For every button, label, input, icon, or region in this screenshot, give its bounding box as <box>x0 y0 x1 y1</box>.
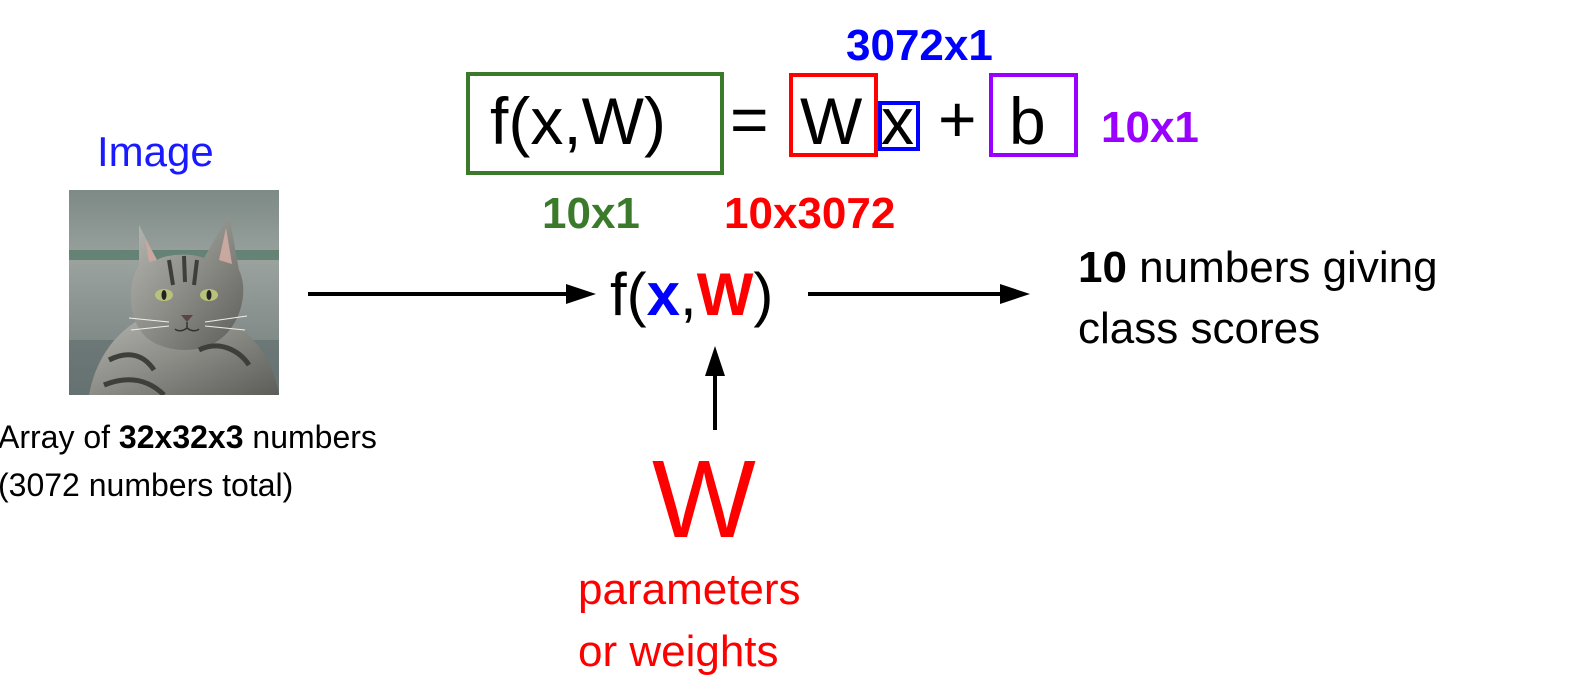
w-dimension-label: 10x3072 <box>724 192 895 236</box>
function-open: f( <box>610 261 647 328</box>
caption-shape: 32x32x3 <box>119 419 244 455</box>
function-comma: , <box>680 261 697 328</box>
equation-x: x <box>881 88 914 154</box>
input-arrow <box>308 284 596 304</box>
function-label: f(x,W) <box>610 265 773 325</box>
image-caption-line2: (3072 numbers total) <box>0 466 293 504</box>
function-x: x <box>647 261 680 328</box>
output-arrow <box>808 284 1030 304</box>
function-close: ) <box>753 261 773 328</box>
equation-b: b <box>1009 88 1046 154</box>
weights-symbol: W <box>652 445 756 555</box>
equation-equals: = <box>730 86 769 152</box>
weights-arrow <box>705 346 725 430</box>
image-caption-line1: Array of 32x32x3 numbers <box>0 418 377 456</box>
weights-line1: parameters <box>578 564 801 616</box>
x-dimension-label: 3072x1 <box>846 24 993 68</box>
equation-lhs: f(x,W) <box>490 88 666 154</box>
function-w: W <box>697 261 754 328</box>
caption-prefix: Array of <box>0 419 119 455</box>
cat-image <box>69 190 279 395</box>
output-count: 10 <box>1078 243 1127 292</box>
equation-w: W <box>800 88 862 154</box>
f-dimension-label: 10x1 <box>542 192 640 236</box>
weights-line2: or weights <box>578 626 779 678</box>
b-dimension-label: 10x1 <box>1101 106 1199 150</box>
output-line1-text: numbers giving <box>1127 243 1438 292</box>
image-label: Image <box>97 131 214 173</box>
equation-plus: + <box>938 86 977 152</box>
caption-suffix: numbers <box>244 419 377 455</box>
output-line2: class scores <box>1078 302 1320 356</box>
output-line1: 10 numbers giving <box>1078 241 1438 295</box>
